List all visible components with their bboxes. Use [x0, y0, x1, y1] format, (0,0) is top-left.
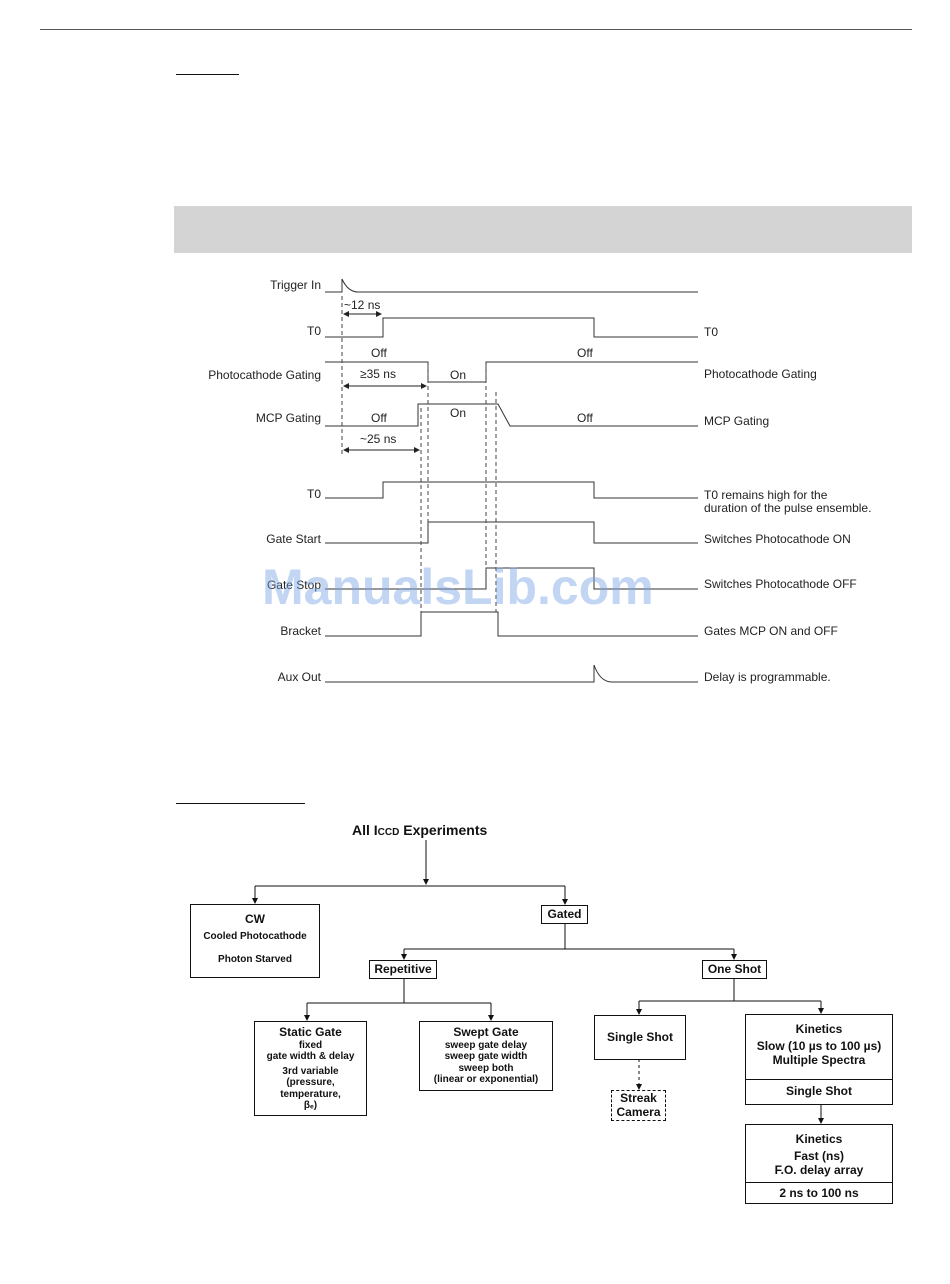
static-gate-title: Static Gate [279, 1025, 342, 1039]
flowchart-title-smallcaps: CCD [377, 827, 400, 838]
right-label-gate-start: Switches Photocathode ON [704, 532, 851, 546]
kinetics-fast-box: Kinetics Fast (ns) F.O. delay array 2 ns… [745, 1124, 893, 1204]
watermark: ManualsLib.com [262, 559, 654, 615]
right-label-t0-b-line2: duration of the pulse ensemble. [704, 501, 871, 515]
static-gate-line2: gate width & delay [266, 1051, 355, 1063]
flowchart-title-prefix: All I [352, 822, 378, 838]
right-label-t0-b-line1: T0 remains high for the [704, 488, 828, 502]
swept-gate-line2: sweep gate width [444, 1051, 528, 1063]
static-gate-box: Static Gate fixed gate width & delay 3rd… [254, 1021, 367, 1116]
label-aux-out: Aux Out [278, 670, 322, 684]
kinetics-fast-footer: 2 ns to 100 ns [779, 1186, 859, 1200]
kinetics-fast-line1: Fast (ns) [793, 1148, 844, 1163]
right-label-bracket: Gates MCP ON and OFF [704, 624, 838, 638]
trigger-in-waveform [325, 278, 698, 293]
cw-box: CW Cooled Photocathode Photon Starved [190, 904, 320, 978]
right-label-gate-stop: Switches Photocathode OFF [704, 577, 857, 591]
cw-line2: Photon Starved [218, 954, 292, 966]
flowchart-title-suffix: Experiments [399, 822, 488, 838]
swept-gate-line4: (linear or exponential) [433, 1074, 539, 1086]
aux-out-waveform [325, 664, 698, 683]
label-photocathode: Photocathode Gating [208, 368, 321, 382]
section-heading-underline-1 [176, 74, 239, 75]
gated-box: Gated [541, 905, 588, 924]
bracket-waveform [325, 611, 698, 637]
label-t0-a: T0 [307, 324, 321, 338]
gate-stop-waveform [325, 567, 698, 590]
label-gate-stop: Gate Stop [267, 578, 321, 592]
mcp-waveform [325, 403, 698, 427]
section-heading-underline-2 [176, 803, 305, 804]
kinetics-slow-title: Kinetics [795, 1022, 843, 1036]
swept-gate-title: Swept Gate [453, 1025, 519, 1039]
annotation-35ns: ≥35 ns [360, 367, 396, 381]
right-label-t0-a: T0 [704, 325, 718, 339]
kinetics-slow-main: Kinetics Slow (10 µs to 100 µs) Multiple… [746, 1015, 892, 1080]
kinetics-slow-line1: Slow (10 µs to 100 µs) [756, 1038, 882, 1053]
note-box [174, 206, 912, 253]
static-gate-line1: fixed [298, 1039, 323, 1051]
annotation-mcp-off-1: Off [371, 411, 387, 425]
kinetics-slow-box: Kinetics Slow (10 µs to 100 µs) Multiple… [745, 1014, 893, 1105]
swept-gate-line1: sweep gate delay [444, 1039, 528, 1051]
single-shot-label: Single Shot [607, 1030, 673, 1044]
timing-diagram: Trigger In T0 Photocathode Gating MCP Ga… [208, 278, 871, 684]
cw-line1: Cooled Photocathode [203, 930, 307, 942]
static-gate-line6: βₑ) [303, 1100, 318, 1112]
swept-gate-line3: sweep both [458, 1062, 514, 1074]
kinetics-fast-line2: F.O. delay array [774, 1162, 864, 1177]
flowchart-connectors [252, 840, 824, 1124]
streak-camera-line1: Streak [620, 1091, 657, 1105]
cw-title: CW [245, 912, 265, 926]
label-t0-b: T0 [307, 487, 321, 501]
gated-label: Gated [547, 907, 582, 921]
streak-camera-line2: Camera [616, 1104, 661, 1119]
t0-waveform-b [325, 481, 698, 499]
right-label-mcp: MCP Gating [704, 414, 769, 428]
label-gate-start: Gate Start [266, 532, 321, 546]
annotation-mcp-on: On [450, 406, 466, 420]
repetitive-label: Repetitive [374, 962, 432, 976]
single-shot-box: Single Shot [594, 1015, 686, 1060]
annotation-mcp-off-2: Off [577, 411, 593, 425]
static-gate-line5: temperature, [280, 1088, 341, 1100]
annotation-pc-off-1: Off [371, 346, 387, 360]
annotation-pc-on: On [450, 368, 466, 382]
kinetics-fast-main: Kinetics Fast (ns) F.O. delay array [746, 1125, 892, 1183]
label-mcp: MCP Gating [256, 411, 321, 425]
header-rule [40, 29, 912, 30]
annotation-25ns: ~25 ns [360, 432, 396, 446]
static-gate-line3: 3rd variable [282, 1065, 339, 1077]
one-shot-label: One Shot [707, 962, 762, 976]
streak-camera-box: Streak Camera [611, 1090, 666, 1121]
right-label-photocathode: Photocathode Gating [704, 367, 817, 381]
kinetics-fast-title: Kinetics [795, 1132, 843, 1146]
label-trigger-in: Trigger In [270, 278, 321, 292]
annotation-pc-off-2: Off [577, 346, 593, 360]
annotation-12ns: ~12 ns [344, 298, 380, 312]
swept-gate-box: Swept Gate sweep gate delay sweep gate w… [419, 1021, 553, 1091]
gate-start-waveform [325, 521, 698, 544]
flowchart-title: All ICCD Experiments [352, 822, 487, 838]
kinetics-slow-footer: Single Shot [786, 1084, 852, 1098]
right-label-aux-out: Delay is programmable. [704, 670, 831, 684]
repetitive-box: Repetitive [369, 960, 437, 979]
kinetics-slow-line2: Multiple Spectra [772, 1052, 866, 1067]
t0-waveform-a [325, 317, 698, 338]
one-shot-box: One Shot [702, 960, 767, 979]
photocathode-waveform [325, 361, 698, 383]
static-gate-line4: (pressure, [286, 1077, 335, 1089]
label-bracket: Bracket [280, 624, 321, 638]
